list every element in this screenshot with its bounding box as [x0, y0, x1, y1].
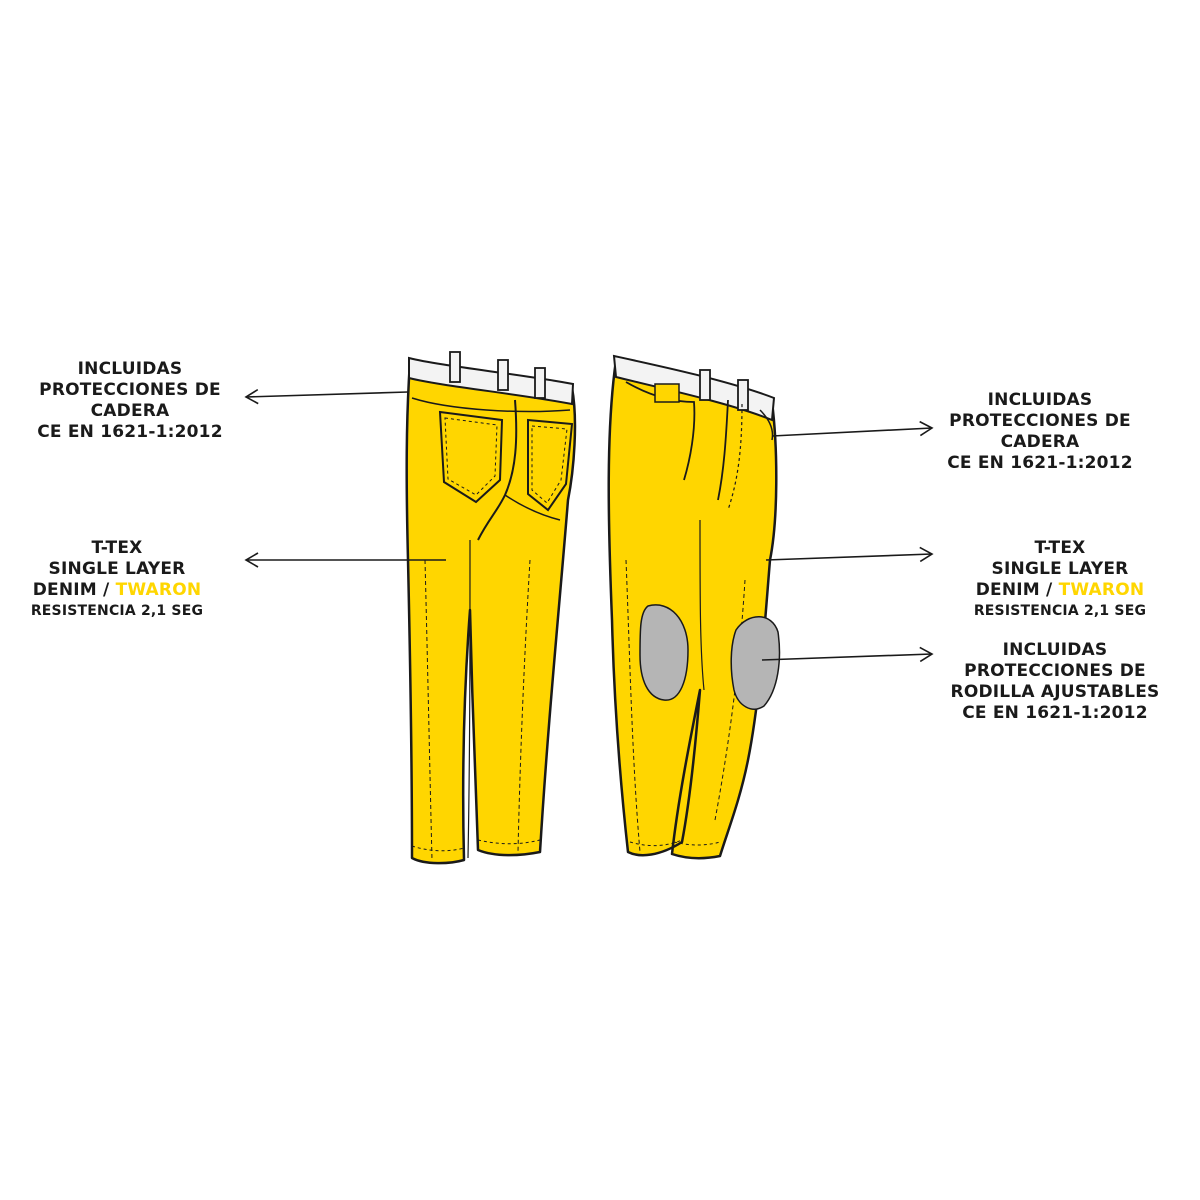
callout-line: CADERA: [90, 401, 170, 421]
callout-line: T-TEX: [91, 538, 143, 558]
callout-line: PROTECCIONES DE: [949, 411, 1131, 431]
callout-hip-protection-left: INCLUIDAS PROTECCIONES DE CADERA CE EN 1…: [30, 359, 230, 443]
pants-front-view: [607, 354, 781, 860]
callout-line: CE EN 1621-1:2012: [947, 453, 1133, 473]
callout-line: CE EN 1621-1:2012: [962, 703, 1148, 723]
callout-line: RODILLA AJUSTABLES: [950, 682, 1160, 702]
callout-line: DENIM / TWARON: [960, 580, 1160, 601]
belt-loop: [737, 379, 749, 411]
callout-hip-protection-right: INCLUIDAS PROTECCIONES DE CADERA CE EN 1…: [940, 390, 1140, 474]
arrow-right-knee: [761, 646, 934, 663]
twaron-accent: TWARON: [115, 580, 202, 600]
rear-pocket-left: [438, 410, 504, 504]
belt-loop: [534, 367, 546, 399]
fabric-prefix: DENIM /: [32, 580, 116, 600]
fabric-prefix: DENIM /: [975, 580, 1059, 600]
knee-pad-left: [639, 604, 689, 701]
callout-line: RESISTENCIA 2,1 SEG: [30, 603, 204, 619]
belt-loop: [449, 351, 461, 383]
belt-loop: [497, 359, 509, 391]
callout-line: T-TEX: [1034, 538, 1086, 558]
callout-line: CE EN 1621-1:2012: [37, 422, 223, 442]
rear-pocket-right: [527, 418, 574, 512]
callout-line: INCLUIDAS: [1002, 640, 1108, 660]
knee-pad-right: [730, 616, 781, 710]
arrow-right-fabric: [765, 546, 934, 563]
callout-line: CADERA: [1000, 432, 1080, 452]
callout-line: INCLUIDAS: [77, 359, 183, 379]
callout-line: DENIM / TWARON: [22, 580, 212, 601]
front-pants-body: [607, 358, 778, 860]
pants-rear-view: [405, 351, 577, 865]
callout-line: INCLUIDAS: [987, 390, 1093, 410]
callout-knee-protection: INCLUIDAS PROTECCIONES DE RODILLA AJUSTA…: [935, 640, 1175, 724]
twaron-accent: TWARON: [1058, 580, 1145, 600]
callout-line: SINGLE LAYER: [991, 559, 1129, 579]
arrow-right-hip: [771, 420, 934, 437]
callout-line: PROTECCIONES DE: [964, 661, 1146, 681]
callout-line: PROTECCIONES DE: [39, 380, 221, 400]
callout-fabric-right: T-TEX SINGLE LAYER DENIM / TWARON RESIST…: [960, 538, 1160, 622]
belt-loop: [699, 369, 711, 401]
callout-line: RESISTENCIA 2,1 SEG: [973, 603, 1147, 619]
arrow-left-hip: [244, 388, 409, 405]
callout-line: SINGLE LAYER: [48, 559, 186, 579]
callout-fabric-left: T-TEX SINGLE LAYER DENIM / TWARON RESIST…: [22, 538, 212, 622]
front-belt: [612, 354, 776, 422]
